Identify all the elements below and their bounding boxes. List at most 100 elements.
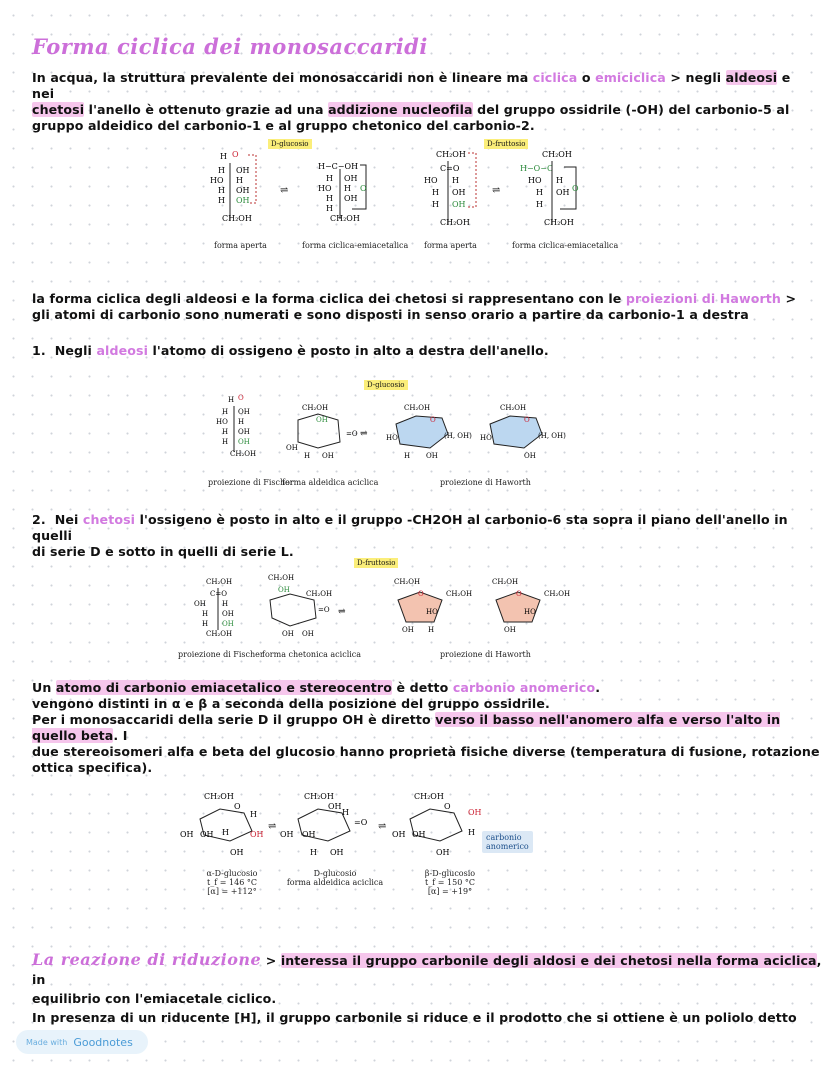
caption: proiezione di Fischer (208, 478, 294, 487)
svg-text:OH: OH (230, 848, 244, 857)
svg-text:OH: OH (200, 830, 214, 839)
svg-text:OH: OH (302, 830, 316, 839)
svg-text:=O: =O (318, 606, 330, 614)
svg-text:H: H (222, 600, 228, 608)
svg-text:H: H (222, 438, 228, 446)
highlight-aldeosi: aldeosi (725, 70, 778, 85)
label-beta: β-D-glucosio t_f = 150 °C [α] = +19° (410, 869, 490, 896)
text: gli atomi di carbonio sono numerati e so… (32, 307, 749, 322)
highlight-chetosi: chetosi (32, 102, 85, 117)
svg-text:=O: =O (354, 818, 368, 827)
svg-text:⇌: ⇌ (268, 821, 277, 832)
svg-text:CH₂OH: CH₂OH (446, 590, 472, 598)
text: t_f = 150 °C (425, 878, 475, 887)
svg-text:OH: OH (452, 188, 466, 197)
text: > (780, 291, 797, 306)
svg-text:H: H (218, 196, 225, 205)
svg-text:H: H (238, 418, 244, 426)
svg-text:⇌: ⇌ (280, 185, 289, 196)
svg-text:HO: HO (386, 434, 398, 442)
svg-text:H: H (202, 620, 208, 628)
svg-text:C=O: C=O (210, 590, 227, 598)
svg-text:OH: OH (278, 586, 290, 594)
svg-text:OH: OH (468, 808, 482, 817)
label-aciclica: D-glucosio forma aldeidica aciclica (280, 869, 390, 887)
goodnotes-badge[interactable]: Made with Goodnotes (16, 1030, 148, 1054)
svg-text:OH: OH (504, 626, 516, 634)
svg-text:OH: OH (344, 174, 358, 183)
text: l'atomo di ossigeno è posto in alto a de… (148, 343, 549, 358)
svg-text:CH₂OH: CH₂OH (394, 578, 420, 586)
svg-text:H−O−C: H−O−C (520, 164, 553, 173)
svg-text:OH: OH (236, 196, 250, 205)
tag-d-glucosio: D-glucosio (364, 380, 408, 390)
text: di serie D e sotto in quelli di serie L. (32, 544, 294, 559)
text: l'ossigeno è posto in alto e il gruppo -… (32, 512, 788, 543)
section-title: La reazione di riduzione (32, 950, 262, 969)
text: β-D-glucosio (424, 869, 476, 878)
svg-text:O: O (360, 184, 367, 193)
svg-text:H: H (556, 176, 563, 185)
svg-text:O: O (572, 184, 579, 193)
svg-text:H: H (452, 176, 459, 185)
svg-text:(H, OH): (H, OH) (538, 432, 566, 440)
svg-text:HO: HO (318, 184, 332, 193)
svg-text:⇌: ⇌ (338, 607, 346, 617)
svg-text:O: O (232, 150, 239, 159)
svg-text:CH₂OH: CH₂OH (440, 218, 470, 227)
svg-text:⇌: ⇌ (492, 185, 501, 196)
svg-text:OH: OH (344, 194, 358, 203)
text: equilibrio con l'emiacetale ciclico. (32, 991, 277, 1006)
text: Un (32, 680, 56, 695)
svg-text:CH₂OH: CH₂OH (436, 150, 466, 159)
svg-text:CH₂OH: CH₂OH (302, 404, 328, 412)
highlight-addizione: addizione nucleofila (328, 102, 473, 117)
svg-text:H: H (236, 176, 243, 185)
svg-text:HO: HO (480, 434, 492, 442)
text: In presenza di un riducente [H], il grup… (32, 1010, 797, 1025)
svg-text:CH₂OH: CH₂OH (414, 792, 444, 801)
svg-text:OH: OH (286, 444, 298, 452)
svg-text:OH: OH (194, 600, 206, 608)
text: è detto (391, 680, 453, 695)
svg-text:H: H (468, 828, 475, 837)
svg-text:OH: OH (236, 186, 250, 195)
svg-text:OH: OH (236, 166, 250, 175)
caption: proiezione di Haworth (440, 650, 531, 659)
svg-text:H: H (202, 610, 208, 618)
label-alfa: α-D-glucosio t_f = 146 °C [α] = +112° (192, 869, 272, 896)
svg-text:OH: OH (402, 626, 414, 634)
text: carbonio (486, 833, 522, 842)
text: , in (32, 953, 822, 987)
text: t_f = 146 °C (207, 878, 257, 887)
list-number: 2. (32, 512, 46, 527)
svg-text:H: H (536, 188, 543, 197)
svg-text:H: H (222, 828, 229, 837)
svg-text:H: H (404, 452, 410, 460)
svg-text:H: H (304, 452, 310, 460)
caption: forma aperta (424, 241, 477, 250)
text: Made with (26, 1037, 68, 1047)
svg-text:H: H (326, 204, 333, 213)
svg-text:HO: HO (524, 608, 536, 616)
svg-text:CH₂OH: CH₂OH (330, 214, 360, 223)
svg-text:OH: OH (436, 848, 450, 857)
svg-text:OH: OH (280, 830, 294, 839)
riduzione-paragraph: La reazione di riduzione > interessa il … (32, 950, 822, 1046)
svg-text:OH: OH (282, 630, 294, 638)
text: anomerico (486, 842, 529, 851)
svg-text:HO: HO (426, 608, 438, 616)
svg-text:O: O (430, 416, 436, 424)
keyword-chetosi: chetosi (82, 512, 136, 527)
keyword-anomerico: carbonio anomerico (452, 680, 596, 695)
svg-text:=O: =O (346, 430, 358, 438)
intro-paragraph: In acqua, la struttura prevalente dei mo… (32, 70, 812, 134)
svg-text:O: O (524, 416, 530, 424)
text: In acqua, la struttura prevalente dei mo… (32, 70, 533, 85)
text: forma aldeidica aciclica (286, 878, 384, 887)
text: [α] = +112° (207, 887, 257, 896)
svg-text:OH: OH (302, 630, 314, 638)
